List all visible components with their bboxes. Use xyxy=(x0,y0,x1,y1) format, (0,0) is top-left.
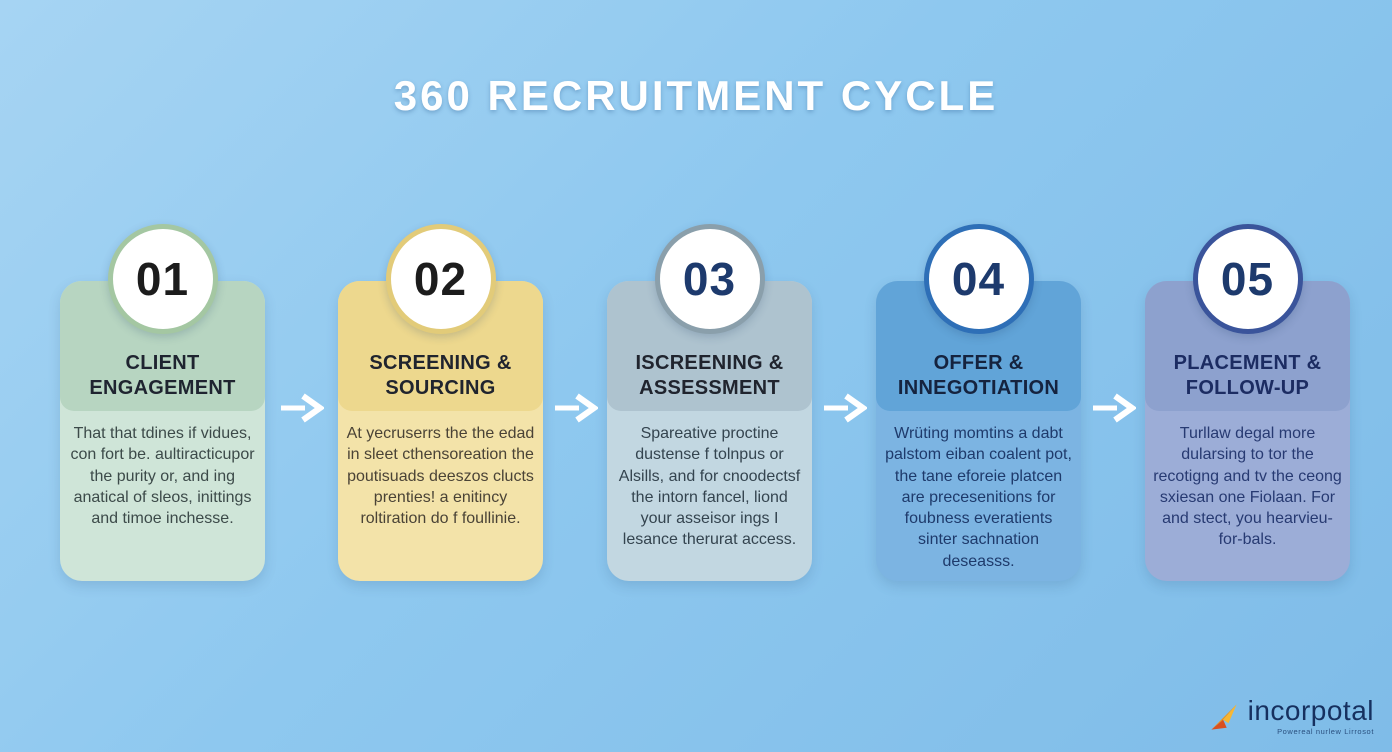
step-title: OFFER & INNEGOTIATION xyxy=(897,352,1060,399)
brand-text-block: incorpotal Powereal nurlew Lirrosot xyxy=(1247,695,1374,737)
step-number-badge: 03 xyxy=(654,224,765,334)
step-number-badge: 05 xyxy=(1192,224,1303,334)
step-title: PLACEMENT & FOLLOW-UP xyxy=(1173,352,1322,399)
step-description: At yecruserrs the the edad in sleet cthe… xyxy=(346,425,535,528)
arrow-right-icon xyxy=(1090,391,1138,425)
arrow-right-icon xyxy=(278,391,326,425)
step-card-placement-followup: 05 PLACEMENT & FOLLOW-UP Turllaw degal m… xyxy=(1145,224,1350,584)
step-number-badge: 04 xyxy=(923,224,1034,334)
step-title: SCREENING & SOURCING xyxy=(369,352,512,399)
step-number: 04 xyxy=(951,253,1006,305)
step-card: OFFER & INNEGOTIATION Wrüting momtins a … xyxy=(876,281,1081,581)
brand-logo: incorpotal Powereal nurlew Lirrosot xyxy=(1206,697,1374,740)
step-number: 05 xyxy=(1220,253,1275,305)
step-description: Turllaw degal more dularsing to tor the … xyxy=(1153,425,1342,549)
brand-name: incorpotal xyxy=(1247,695,1374,726)
step-description: Spareative proctine dustense f tolnpus o… xyxy=(618,425,801,549)
step-number-badge: 01 xyxy=(107,224,218,334)
step-title: CLIENT ENGAGEMENT xyxy=(89,352,236,399)
brand-tagline: Powereal nurlew Lirrosot xyxy=(1277,727,1374,736)
step-description: That that tdines if vidues, con fort be.… xyxy=(70,425,255,528)
step-description: Wrüting momtins a dabt palstom eiban coa… xyxy=(885,425,1072,570)
page-title: 360 RECRUITMENT CYCLE xyxy=(393,72,999,119)
step-number: 03 xyxy=(682,253,737,305)
step-title: ISCREENING & ASSESSMENT xyxy=(635,352,784,399)
step-card-client-engagement: 01 CLIENT ENGAGEMENT That that tdines if… xyxy=(60,224,265,584)
arrow-right-icon xyxy=(821,391,869,425)
step-number-badge: 02 xyxy=(385,224,496,334)
arrow-right-icon xyxy=(552,391,600,425)
step-card-screening-sourcing: 02 SCREENING & SOURCING At yecruserrs th… xyxy=(338,224,543,584)
step-number: 01 xyxy=(135,253,190,305)
step-number: 02 xyxy=(413,253,468,305)
step-card-offer-negotiation: 04 OFFER & INNEGOTIATION Wrüting momtins… xyxy=(876,224,1081,584)
paper-plane-icon xyxy=(1206,699,1242,740)
step-card-screening-assessment: 03 ISCREENING & ASSESSMENT Spareative pr… xyxy=(607,224,812,584)
